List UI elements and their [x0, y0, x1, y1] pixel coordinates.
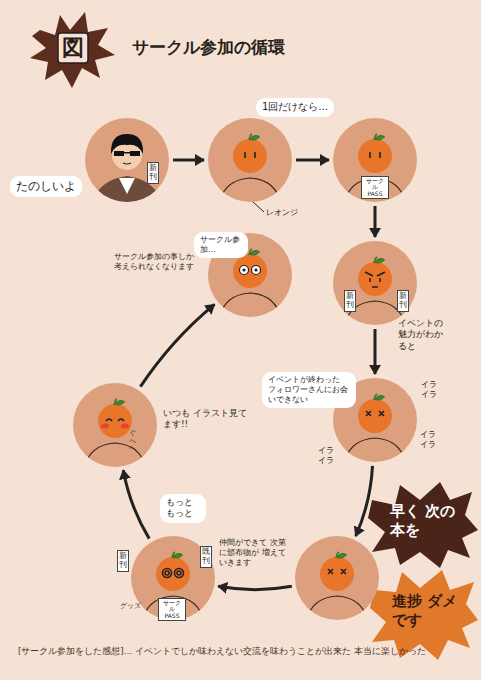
circle-node: 新刊たのしいよ	[85, 118, 169, 202]
node-text: 新刊	[397, 290, 409, 312]
node-text: サークル参加の事しか考えられなくなります	[112, 252, 194, 272]
title-mark-box	[58, 33, 88, 63]
node-text: ぐへへ	[129, 430, 136, 453]
node-text: サークル PASS	[361, 176, 389, 199]
leader-line	[252, 201, 264, 212]
node-text: たのしいよ	[10, 176, 82, 197]
character-circle	[208, 118, 292, 202]
caption: [サークル参加をした感想]… イベントでしか味わえない交流を味わうことが出来た …	[18, 646, 466, 657]
diagram-title: サークル参加の循環	[132, 37, 285, 58]
circle-node: サークル PASS	[333, 118, 417, 202]
node-text: イラ イラ	[420, 430, 442, 450]
circle-node: 早く 次の本を進捗 ダメです	[295, 536, 379, 620]
node-text: 仲間ができて 次第に頒布物が 増えていきます	[219, 538, 293, 568]
cycle-arrow	[123, 470, 149, 538]
title-mark: 図	[61, 33, 85, 63]
node-text: 1回だけなら…	[256, 98, 334, 117]
cycle-arrow	[173, 159, 204, 162]
circle-node: いつも イラスト見てます!!ぐへへ	[73, 383, 157, 467]
node-text: もっと もっと	[160, 494, 206, 523]
node-text: サークル参加…	[194, 232, 248, 258]
character-circle	[73, 383, 157, 467]
node-text: イラ イラ	[421, 380, 443, 400]
node-text: 既刊	[200, 546, 212, 568]
circle-node: イベントが終わった フォロワーさんにお会いできないイラ イライラ イライラ イラ	[333, 378, 417, 462]
node-text: グッズ	[120, 602, 141, 611]
node-text: サークル PASS	[158, 598, 186, 621]
circle-node: もっと もっと新刊既刊グッズサークル PASS仲間ができて 次第に頒布物が 増え…	[131, 536, 215, 620]
node-text: レオンジ	[266, 208, 298, 218]
character-circle	[295, 536, 379, 620]
cycle-arrow	[374, 206, 377, 237]
character-circle	[333, 241, 417, 325]
node-text: 新刊	[344, 290, 356, 312]
cycle-arrow	[218, 586, 292, 589]
title-splat	[30, 12, 115, 88]
node-text: イラ イラ	[318, 446, 340, 466]
cycle-arrow	[374, 329, 377, 374]
node-text: いつも イラスト見てます!!	[163, 408, 255, 431]
node-text: 新刊	[117, 550, 129, 572]
character-circle	[85, 118, 169, 202]
node-text: 進捗 ダメです	[392, 592, 462, 630]
node-text: 新刊	[147, 162, 159, 184]
circle-node: サークル参加…サークル参加の事しか考えられなくなります	[208, 233, 292, 317]
node-text: イベントの魅力がわかると	[398, 318, 450, 352]
circle-node: 1回だけなら…レオンジ	[208, 118, 292, 202]
circle-node: 新刊新刊イベントの魅力がわかると	[333, 241, 417, 325]
cycle-arrow	[296, 159, 329, 162]
cycle-arrow	[356, 466, 373, 536]
cycle-arrow	[140, 304, 214, 386]
node-text: 早く 次の本を	[390, 502, 456, 540]
dark-splat	[368, 482, 478, 568]
node-text: イベントが終わった フォロワーさんにお会いできない	[262, 372, 356, 408]
